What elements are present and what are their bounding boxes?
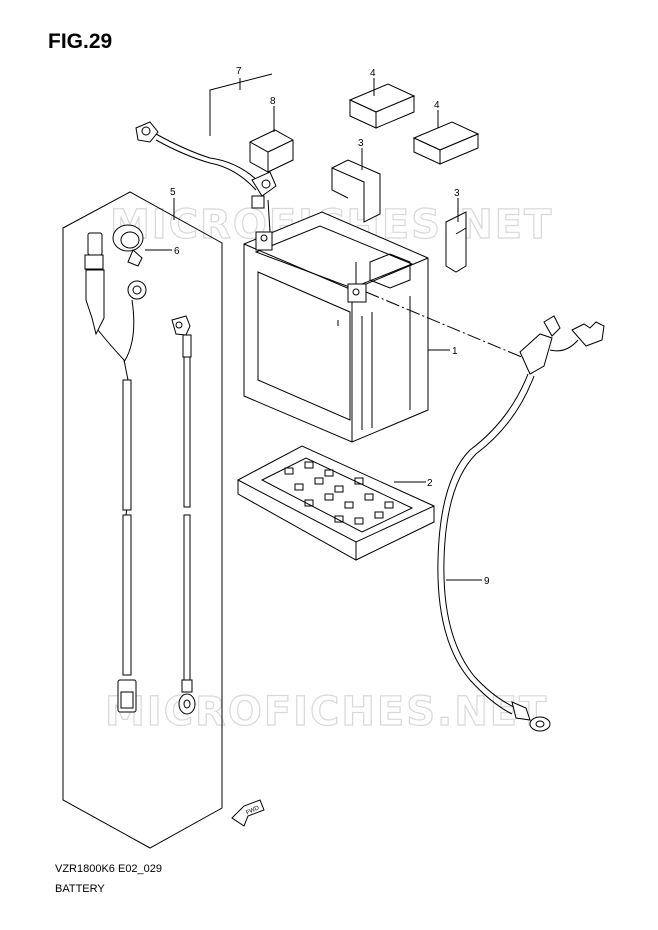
battery-pad-part-4a[interactable] xyxy=(348,83,416,129)
battery-tray-part-2[interactable] xyxy=(237,445,435,561)
battery-bracket-part-3b[interactable] xyxy=(445,211,467,273)
battery-cable-part-7[interactable] xyxy=(135,121,277,233)
section-name: BATTERY xyxy=(55,883,105,895)
battery-bracket-part-3a[interactable] xyxy=(330,159,381,223)
callout-4a: 4 xyxy=(370,68,376,79)
model-code: VZR1800K6 E02_029 xyxy=(55,863,163,875)
figure-title: FIG.29 xyxy=(48,30,113,53)
callout-5: 5 xyxy=(170,187,176,198)
battery-part-1[interactable] xyxy=(243,211,429,443)
callout-6: 6 xyxy=(174,246,180,257)
terminal-cover-part-8[interactable] xyxy=(249,129,294,173)
callout-9: 9 xyxy=(484,576,490,587)
wiring-harness-part-5[interactable] xyxy=(84,232,147,713)
fwd-label: FWD xyxy=(245,805,261,816)
battery-pad-part-4b[interactable] xyxy=(412,121,480,165)
watermark-bottom: MICROFICHES.NET xyxy=(105,689,548,735)
ground-cable-part-5b[interactable] xyxy=(171,315,196,715)
terminal-cap-part-6[interactable] xyxy=(112,224,170,267)
forward-direction-arrow: FWD xyxy=(231,799,265,827)
callout-1: 1 xyxy=(452,346,458,357)
callout-3b: 3 xyxy=(454,188,460,199)
callout-leaders xyxy=(150,73,482,581)
callout-8: 8 xyxy=(270,96,276,107)
connection-line xyxy=(365,291,525,359)
callout-3a: 3 xyxy=(358,138,364,149)
battery-cable-part-9[interactable] xyxy=(437,315,605,732)
wiring-kit-box xyxy=(62,191,223,849)
callout-7: 7 xyxy=(236,66,242,77)
callout-2: 2 xyxy=(427,478,433,489)
callout-4b: 4 xyxy=(434,100,440,111)
